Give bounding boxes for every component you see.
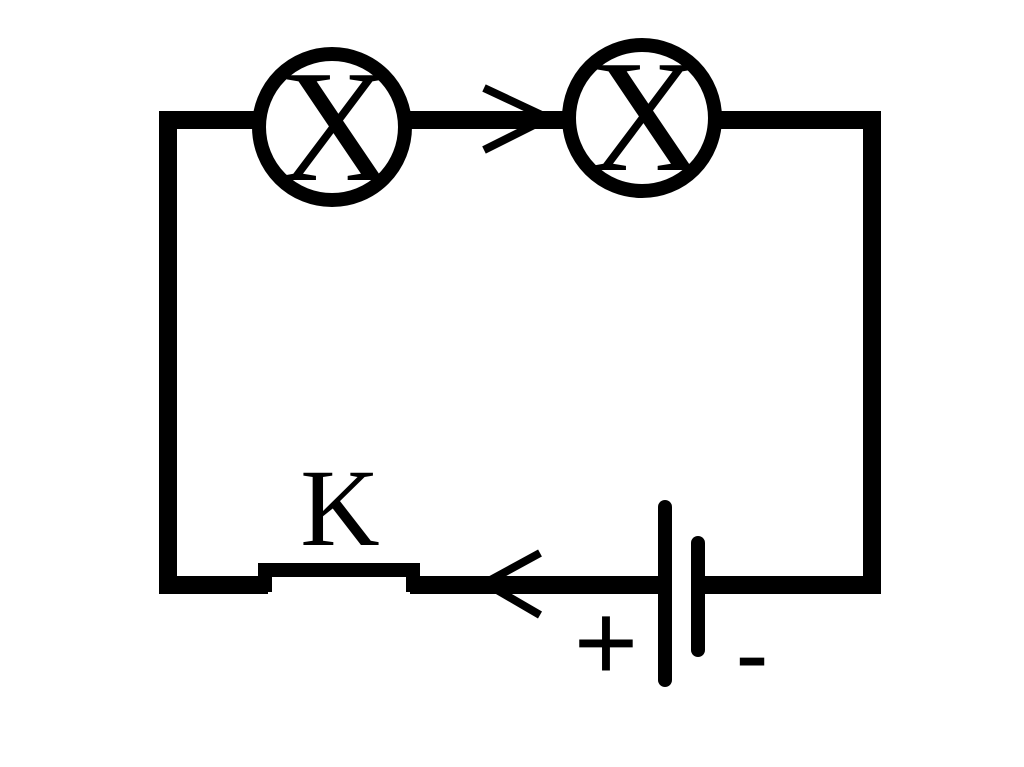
lamp-1-ring: [252, 47, 412, 207]
current-arrow-top: [482, 84, 558, 154]
lamp-2: X: [562, 27, 722, 205]
lamp-1-symbol: X: [278, 37, 394, 215]
switch-label: K: [300, 447, 379, 569]
current-arrow-bottom: [476, 549, 543, 619]
switch-contact: [258, 563, 420, 592]
battery-positive-sign: +: [574, 581, 638, 704]
lamp-2-symbol: X: [588, 27, 704, 205]
lamp-1: X: [252, 37, 412, 215]
battery-negative-sign: -: [735, 598, 768, 710]
lamp-2-ring: [562, 38, 722, 198]
battery: + -: [574, 500, 769, 710]
